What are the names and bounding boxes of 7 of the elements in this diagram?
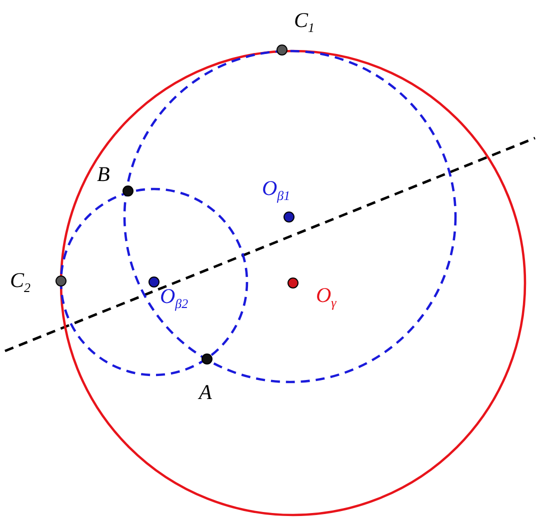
- point-label: A: [199, 382, 212, 403]
- point-label: O$_{β2}$: [160, 286, 188, 310]
- point-label: B: [97, 164, 110, 185]
- point-label: C$_{1}$: [294, 10, 315, 34]
- point-label: O$_{β1}$: [262, 178, 290, 202]
- point-label: C$_{2}$: [10, 270, 31, 294]
- point-label: O$_{γ}$: [316, 285, 336, 310]
